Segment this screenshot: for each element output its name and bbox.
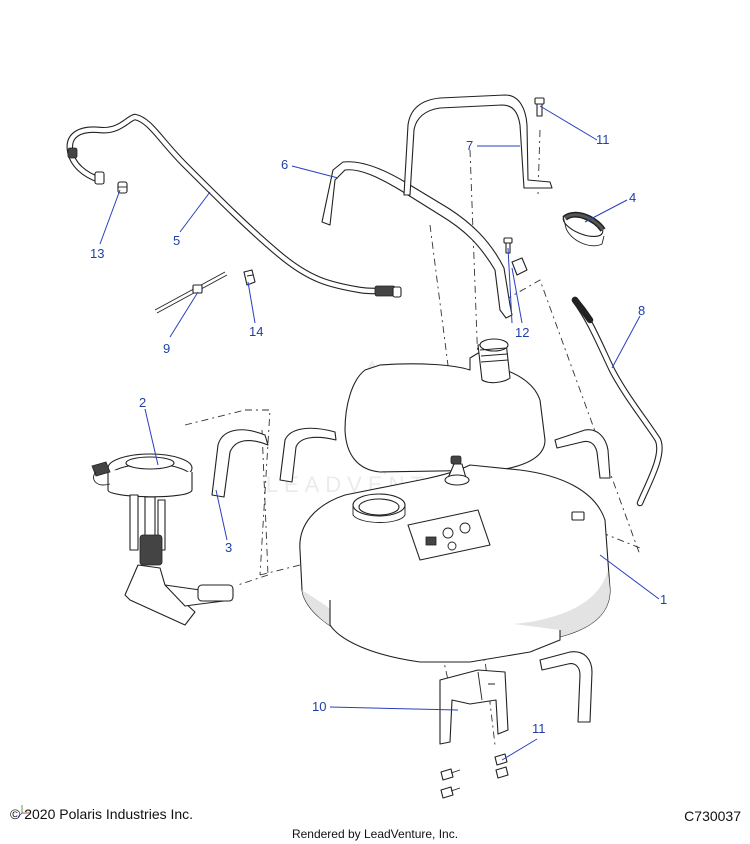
drawing-id: C730037 bbox=[684, 808, 741, 824]
strap-front bbox=[321, 161, 513, 319]
bracket-10 bbox=[439, 669, 509, 745]
callouts: 1 2 3 4 5 6 7 8 9 10 11 11 12 13 14 bbox=[90, 132, 667, 736]
callout-1: 1 bbox=[660, 592, 667, 607]
callout-5: 5 bbox=[173, 233, 180, 248]
bolt-11-top bbox=[534, 97, 545, 117]
callout-7: 7 bbox=[466, 138, 473, 153]
fuel-cap bbox=[562, 211, 606, 247]
callout-6: 6 bbox=[281, 157, 288, 172]
fuel-tank bbox=[299, 338, 611, 663]
axis-marker-icon bbox=[17, 805, 30, 818]
callout-3: 3 bbox=[225, 540, 232, 555]
mounting-pads bbox=[211, 427, 611, 723]
clip-14 bbox=[243, 269, 256, 286]
callout-8: 8 bbox=[638, 303, 645, 318]
callout-10: 10 bbox=[312, 699, 326, 714]
bolts-11-bottom bbox=[440, 753, 509, 799]
callout-11-top: 11 bbox=[596, 132, 610, 147]
callout-4: 4 bbox=[629, 190, 636, 205]
copyright-notice: © 2020 Polaris Industries Inc. bbox=[10, 806, 194, 822]
callout-13: 13 bbox=[90, 246, 104, 261]
fuel-line bbox=[66, 113, 402, 298]
rendered-by-credit: Rendered by LeadVenture, Inc. bbox=[291, 827, 459, 841]
callout-2: 2 bbox=[139, 395, 146, 410]
callout-12: 12 bbox=[515, 325, 529, 340]
callout-14: 14 bbox=[249, 324, 263, 339]
leader-lines bbox=[99, 105, 660, 761]
cable-tie bbox=[154, 271, 228, 314]
vent-hose bbox=[571, 296, 663, 507]
callout-9: 9 bbox=[163, 341, 170, 356]
strap-rear bbox=[403, 94, 553, 196]
callout-11-bottom: 11 bbox=[532, 721, 546, 736]
fasteners-12 bbox=[503, 237, 528, 276]
fuel-pump bbox=[91, 453, 234, 626]
